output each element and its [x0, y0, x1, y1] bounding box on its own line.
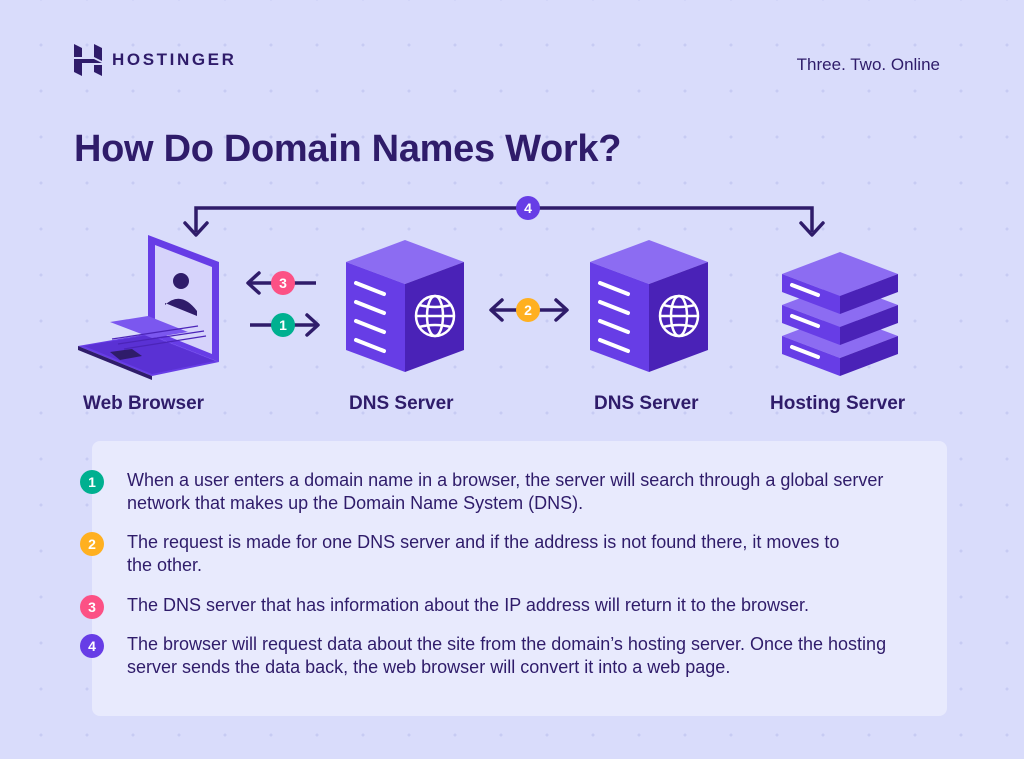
dns-server-icon-2 — [590, 240, 708, 372]
arrow-3: 3 — [246, 271, 316, 295]
laptop-icon — [78, 235, 219, 380]
step-badge-4: 4 — [80, 634, 104, 658]
badge-1-label: 1 — [279, 317, 287, 333]
badge-3 — [271, 271, 295, 295]
label-dns-server-1: DNS Server — [349, 393, 454, 414]
brand-name: HOSTINGER — [112, 50, 237, 69]
badge-2-label: 2 — [524, 302, 532, 318]
page-title: How Do Domain Names Work? — [74, 128, 622, 170]
step-badge-3: 3 — [80, 595, 104, 619]
badge-4-label: 4 — [524, 200, 532, 216]
dns-server-icon-1 — [346, 240, 464, 372]
server-unit-1 — [782, 252, 898, 314]
hosting-server-stack-icon — [782, 252, 898, 376]
badge-2 — [516, 298, 540, 322]
badge-3-label: 3 — [279, 275, 287, 291]
badge-4 — [516, 196, 540, 220]
hostinger-h-icon — [74, 44, 102, 76]
label-dns-server-2: DNS Server — [594, 393, 699, 414]
badge-1 — [271, 313, 295, 337]
step-text-3: The DNS server that has information abou… — [127, 595, 809, 615]
dns-flow-diagram: 4 3 1 — [78, 196, 898, 380]
hostinger-logo[interactable]: HOSTINGER — [74, 44, 236, 76]
step-badge-1: 1 — [80, 470, 104, 494]
tagline: Three. Two. Online — [796, 55, 940, 74]
label-hosting-server: Hosting Server — [770, 393, 906, 414]
arrow-1: 1 — [250, 313, 320, 337]
arrow-2: 2 — [489, 298, 569, 322]
step-text-1: When a user enters a domain name in a br… — [127, 470, 884, 513]
steps-panel: 1 When a user enters a domain name in a … — [80, 441, 947, 716]
step-text-2: The request is made for one DNS server a… — [127, 532, 840, 575]
step-badge-2: 2 — [80, 532, 104, 556]
step-text-4: The browser will request data about the … — [127, 634, 887, 677]
arrow-4: 4 — [183, 196, 825, 237]
label-web-browser: Web Browser — [83, 393, 205, 414]
